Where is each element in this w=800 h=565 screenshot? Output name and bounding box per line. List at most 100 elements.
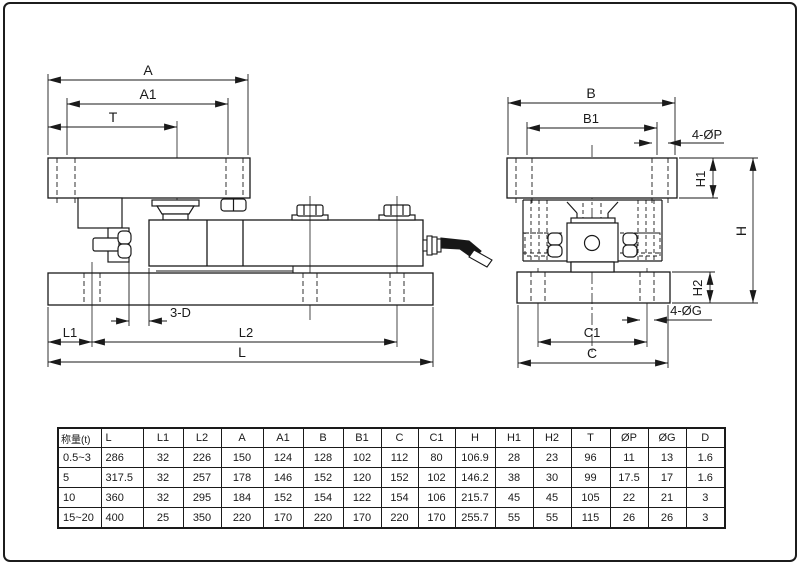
table-header-cell: A bbox=[220, 427, 264, 448]
dimension-labels: A A1 T 3-D L1 L2 L B B1 4-ØP H1 H H2 4-Ø… bbox=[63, 62, 749, 361]
dim-label-c1: C1 bbox=[584, 325, 601, 340]
table-header-cell: B1 bbox=[342, 427, 382, 448]
cable-tip bbox=[468, 249, 493, 268]
table-cell: 220 bbox=[220, 507, 264, 529]
table-cell: 3 bbox=[685, 487, 726, 508]
table-header-cell: H1 bbox=[494, 427, 534, 448]
table-cell: 26 bbox=[609, 507, 649, 529]
table-cell: 286 bbox=[100, 447, 144, 468]
table-cell: 102 bbox=[417, 467, 456, 488]
table-cell: 220 bbox=[302, 507, 344, 529]
table-cell: 257 bbox=[182, 467, 222, 488]
table-cell: 32 bbox=[142, 467, 184, 488]
table-cell: 13 bbox=[647, 447, 687, 468]
dim-label-l: L bbox=[238, 344, 246, 360]
side-bolt-left bbox=[524, 232, 563, 258]
table-cell: 295 bbox=[182, 487, 222, 508]
right-view bbox=[506, 97, 758, 368]
table-cell: 170 bbox=[417, 507, 456, 529]
table-header-cell: T bbox=[570, 427, 611, 448]
table-cell: 122 bbox=[342, 487, 382, 508]
cable bbox=[422, 235, 493, 268]
dim-label-h: H bbox=[733, 226, 749, 236]
table-cell: 178 bbox=[220, 467, 264, 488]
table-cell: 124 bbox=[262, 447, 304, 468]
table-cell: 154 bbox=[302, 487, 344, 508]
table-cell: 400 bbox=[100, 507, 144, 529]
dim-label-l2: L2 bbox=[239, 325, 253, 340]
table-cell: 150 bbox=[220, 447, 264, 468]
dim-label-b1: B1 bbox=[583, 111, 599, 126]
table-header-cell: C1 bbox=[417, 427, 456, 448]
table-header-cell: A1 bbox=[262, 427, 304, 448]
table-cell: 99 bbox=[570, 467, 611, 488]
center-hole bbox=[583, 234, 601, 252]
base-plate-side bbox=[47, 262, 434, 347]
table-cell: 38 bbox=[494, 467, 534, 488]
table-cell: 120 bbox=[342, 467, 382, 488]
table-cell: 360 bbox=[100, 487, 144, 508]
load-button-end bbox=[566, 201, 619, 224]
table-cell: 152 bbox=[380, 467, 419, 488]
table-cell: 45 bbox=[532, 487, 572, 508]
bolt-head bbox=[92, 237, 120, 252]
top-plate-end bbox=[506, 157, 678, 203]
table-cell: 96 bbox=[570, 447, 611, 468]
load-cell-end bbox=[522, 199, 663, 273]
bracket bbox=[77, 197, 132, 263]
table-cell: 220 bbox=[380, 507, 419, 529]
table-cell: 215.7 bbox=[454, 487, 496, 508]
table-cell: 226 bbox=[182, 447, 222, 468]
table-cell: 23 bbox=[532, 447, 572, 468]
table-cell: 112 bbox=[380, 447, 419, 468]
dim-label-a1: A1 bbox=[139, 86, 156, 102]
table-header-cell: L2 bbox=[182, 427, 222, 448]
left-view bbox=[47, 74, 493, 367]
table-header-cell: H bbox=[454, 427, 496, 448]
table-cell: 350 bbox=[182, 507, 222, 529]
table-cell: 55 bbox=[532, 507, 572, 529]
stud-nut bbox=[220, 198, 247, 212]
dim-label-c: C bbox=[587, 345, 597, 361]
table-header-cell: C bbox=[380, 427, 419, 448]
table-cell: 0.5~3 bbox=[57, 447, 102, 468]
engineering-drawing: A A1 T 3-D L1 L2 L B B1 4-ØP H1 H H2 4-Ø… bbox=[47, 62, 758, 368]
table-cell: 32 bbox=[142, 487, 184, 508]
table-cell: 17.5 bbox=[609, 467, 649, 488]
table-cell: 115 bbox=[570, 507, 611, 529]
table-header-cell: L bbox=[100, 427, 144, 448]
table-cell: 80 bbox=[417, 447, 456, 468]
table-header-cell: H2 bbox=[532, 427, 572, 448]
table-cell: 3 bbox=[685, 507, 726, 529]
top-plate-side bbox=[47, 157, 251, 203]
side-bolt-right bbox=[622, 232, 661, 258]
table-cell: 30 bbox=[532, 467, 572, 488]
dim-label-h2: H2 bbox=[690, 280, 705, 297]
table-cell: 5 bbox=[57, 467, 102, 488]
table-cell: 21 bbox=[647, 487, 687, 508]
table-cell: 26 bbox=[647, 507, 687, 529]
table-cell: 45 bbox=[494, 487, 534, 508]
table-cell: 255.7 bbox=[454, 507, 496, 529]
table-cell: 152 bbox=[302, 467, 344, 488]
table-cell: 55 bbox=[494, 507, 534, 529]
load-button-side bbox=[151, 199, 200, 221]
table-cell: 15~20 bbox=[57, 507, 102, 529]
table-cell: 25 bbox=[142, 507, 184, 529]
table-cell: 1.6 bbox=[685, 447, 726, 468]
left-view-bottom-dimensions bbox=[47, 262, 434, 367]
dim-label-b: B bbox=[586, 85, 595, 101]
table-cell: 154 bbox=[380, 487, 419, 508]
base-plate-end bbox=[516, 261, 671, 304]
dim-label-t: T bbox=[109, 109, 118, 125]
table-header-cell: D bbox=[685, 427, 726, 448]
table-cell: 152 bbox=[262, 487, 304, 508]
table-cell: 106.9 bbox=[454, 447, 496, 468]
dim-label-3d: 3-D bbox=[170, 305, 191, 320]
table-cell: 170 bbox=[262, 507, 304, 529]
